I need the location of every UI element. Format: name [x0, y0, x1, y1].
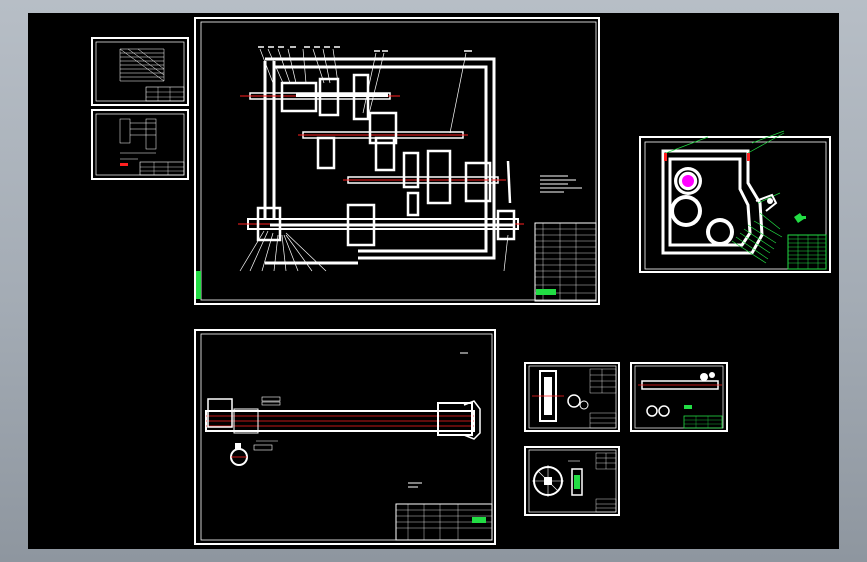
housing-green-symbol: [794, 213, 806, 223]
sheet-gear[interactable]: [524, 362, 620, 432]
top-leader-lines: [259, 48, 467, 134]
housing-right-profile: [755, 193, 778, 212]
sheet-disc[interactable]: [524, 446, 620, 516]
disc-table: [595, 452, 617, 513]
disc-side-view: [568, 460, 583, 496]
housing-title-block: [787, 234, 827, 270]
bottom-leader-lines: [239, 230, 509, 272]
shaft-row-3: [343, 176, 506, 184]
small-shaft-sections: [646, 405, 692, 417]
small-shaft-title-block: [683, 415, 723, 429]
component-list-sketch: [119, 118, 157, 160]
sheet-index-table[interactable]: [91, 37, 189, 106]
shaft-dimension-lines: [256, 396, 281, 442]
gear-table: [589, 368, 617, 429]
shaft-body: [205, 398, 481, 440]
shaft-notes: [408, 352, 468, 488]
gearbox-housing-outline: [263, 57, 496, 265]
top-leader-ticks: [258, 46, 472, 52]
housing-bores: [670, 167, 734, 246]
component-list-title-block: [139, 161, 185, 176]
sheet-housing[interactable]: [639, 130, 831, 273]
housing-green-leaders: [665, 130, 785, 264]
sheet-small-shaft[interactable]: [630, 362, 728, 432]
small-shaft-body: [638, 372, 722, 390]
disc-front-view: [532, 465, 564, 497]
drawing-canvas[interactable]: [28, 13, 839, 549]
index-title-block: [145, 86, 185, 102]
shaft-title-block: [395, 503, 493, 541]
gear-side-view: [567, 394, 589, 410]
gear-section: [532, 370, 564, 422]
component-list-red-mark: [120, 163, 128, 166]
housing-red-marks: [664, 153, 750, 161]
main-assembly-title-block: [534, 222, 597, 302]
index-table-grid: [119, 48, 165, 82]
gear-accent-lines: [270, 93, 514, 227]
sheet-component-list[interactable]: [91, 109, 189, 180]
technical-notes: [540, 175, 582, 193]
shaft-section-view: [230, 443, 273, 466]
main-assembly-green-tab: [196, 271, 201, 299]
cad-drawing-svg[interactable]: [28, 13, 839, 549]
sheet-shaft[interactable]: [194, 329, 496, 545]
sheet-main-assembly[interactable]: [194, 17, 600, 305]
